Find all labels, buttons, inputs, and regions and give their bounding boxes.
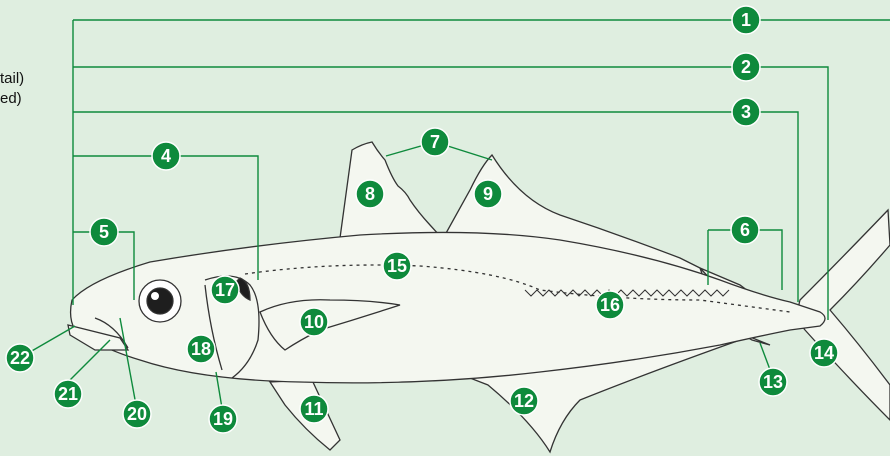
- callout-10: 10: [299, 307, 329, 337]
- caudal-fin: [797, 208, 890, 421]
- pupil: [146, 287, 174, 315]
- callout-7: 7: [420, 127, 450, 157]
- callout-21-label: 21: [58, 384, 78, 404]
- callout-20: 20: [122, 399, 152, 429]
- callout-1: 1: [731, 5, 761, 35]
- callout-20-label: 20: [127, 404, 147, 424]
- leader-20: [119, 317, 137, 406]
- callout-8-label: 8: [365, 184, 375, 204]
- gill-cover: [204, 275, 260, 379]
- callout-10-label: 10: [304, 312, 324, 332]
- callout-17-label: 17: [215, 280, 235, 300]
- anal-fin: [469, 332, 756, 454]
- callout-16: 16: [595, 290, 625, 320]
- leader-4: [73, 155, 259, 280]
- callout-4-label: 4: [161, 146, 171, 166]
- preopercle: [204, 284, 223, 371]
- scutes: [524, 289, 730, 297]
- callout-18: 18: [186, 334, 216, 364]
- leader-3: [73, 111, 799, 302]
- callout-8: 8: [355, 179, 385, 209]
- callout-3-label: 3: [741, 102, 751, 122]
- callout-2: 2: [731, 52, 761, 82]
- callout-16-label: 16: [600, 295, 620, 315]
- callout-5: 5: [89, 217, 119, 247]
- pectoral-fin: [259, 299, 401, 351]
- callout-11-label: 11: [304, 399, 323, 419]
- callout-7-label: 7: [430, 132, 440, 152]
- callout-6: 6: [730, 215, 760, 245]
- callout-3: 3: [731, 97, 761, 127]
- leader-22: [29, 325, 76, 353]
- callout-13: 13: [758, 367, 788, 397]
- callout-19: 19: [208, 404, 238, 434]
- callout-21: 21: [53, 379, 83, 409]
- callout-22-label: 22: [10, 348, 30, 368]
- callout-17: 17: [210, 275, 240, 305]
- callout-14-label: 14: [814, 343, 834, 363]
- first-dorsal-fin: [339, 141, 442, 239]
- callout-15: 15: [382, 251, 412, 281]
- callout-14: 14: [809, 338, 839, 368]
- leader-lines: [29, 19, 890, 409]
- callout-11: 11: [299, 394, 329, 424]
- side-text-line-2: ed): [0, 90, 22, 107]
- fish-illustration: [67, 141, 890, 454]
- callout-22: 22: [5, 343, 35, 373]
- lateral-line: [244, 264, 791, 313]
- leader-2: [73, 66, 829, 320]
- leader-21: [67, 339, 111, 383]
- callout-6-label: 6: [740, 220, 750, 240]
- second-dorsal-fin: [443, 153, 706, 283]
- callout-9: 9: [473, 179, 503, 209]
- lower-jaw: [67, 324, 130, 351]
- callout-5-label: 5: [99, 222, 109, 242]
- callout-12: 12: [509, 386, 539, 416]
- maxilla: [94, 317, 129, 349]
- eye-highlight: [151, 292, 159, 300]
- callout-13-label: 13: [763, 372, 783, 392]
- callout-19-label: 19: [213, 409, 233, 429]
- callouts: 1 2 3 4 5 6 7 8 9 10 11 12 13 14 15 16 1…: [5, 5, 839, 434]
- callout-1-label: 1: [741, 10, 751, 30]
- callout-9-label: 9: [483, 184, 493, 204]
- callout-2-label: 2: [741, 57, 751, 77]
- callout-15-label: 15: [387, 256, 407, 276]
- fish-body: [69, 231, 826, 384]
- side-text-line-1: tail): [0, 70, 25, 87]
- leader-19: [215, 371, 223, 409]
- callout-12-label: 12: [514, 391, 534, 411]
- callout-4: 4: [151, 141, 181, 171]
- callout-18-label: 18: [191, 339, 211, 359]
